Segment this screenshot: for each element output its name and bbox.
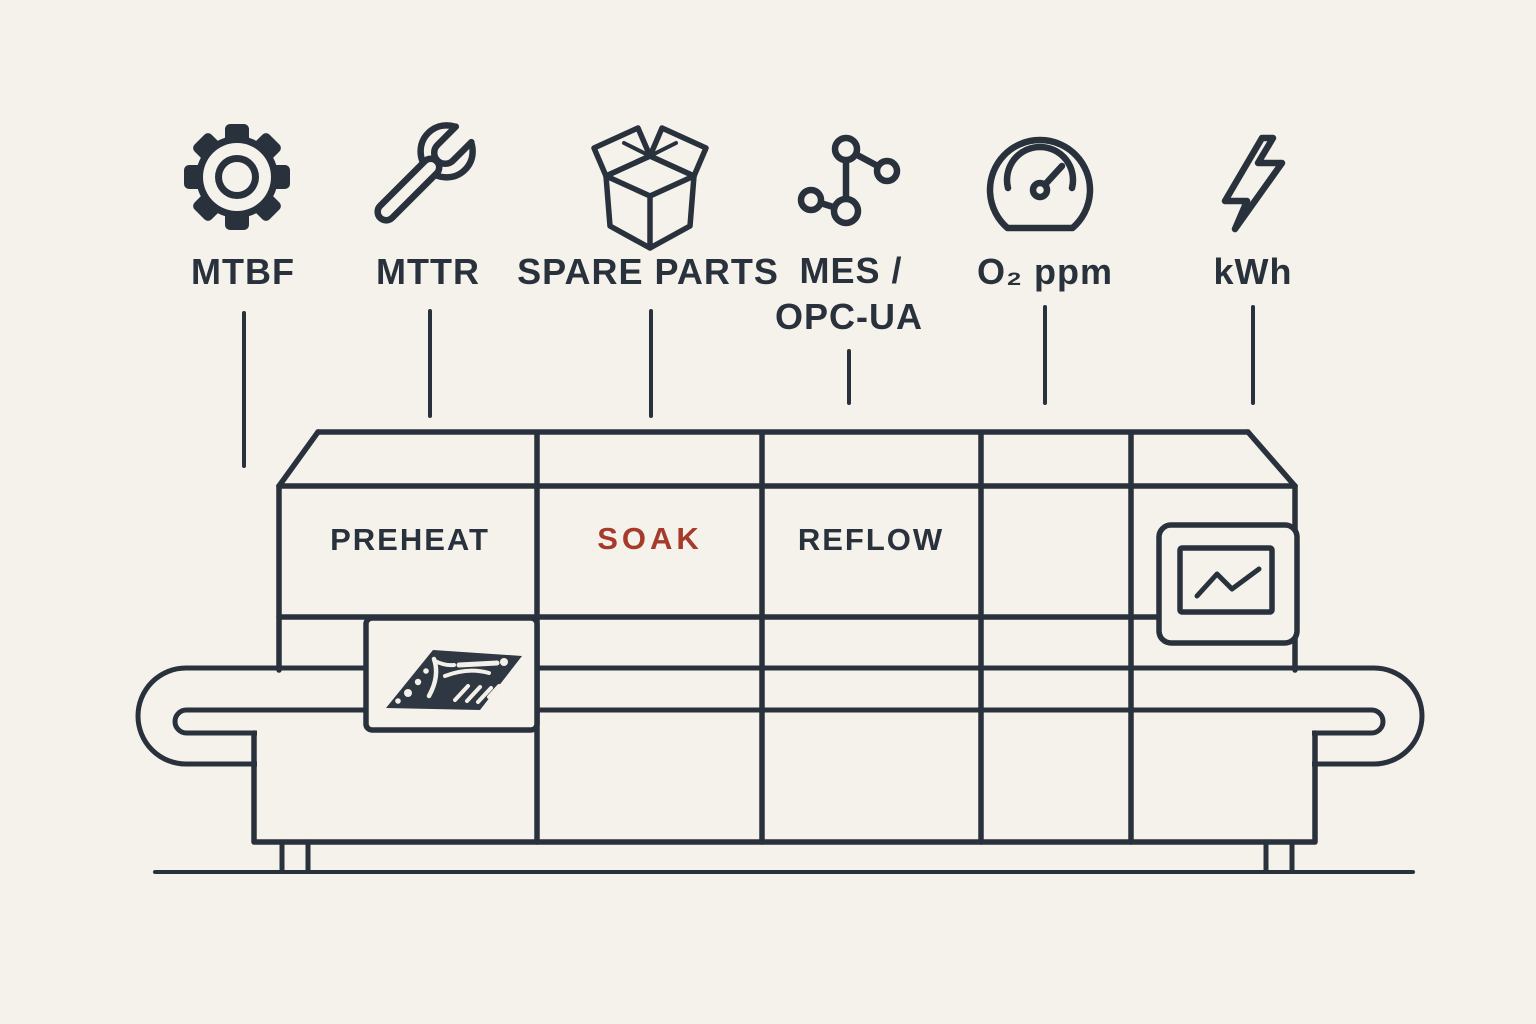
- pcb-board-icon: [386, 650, 522, 710]
- lightning-bolt-icon: [1221, 134, 1286, 233]
- cabinet-fill: [257, 727, 1312, 839]
- open-box-icon: [591, 125, 709, 251]
- zone-label-preheat: PREHEAT: [330, 522, 490, 557]
- pcb-window: [363, 615, 540, 733]
- display-panel: [1156, 522, 1300, 646]
- trend-line-icon: [1194, 566, 1262, 599]
- metric-label-kwh: kWh: [1213, 251, 1293, 292]
- metric-label-mes: MES /: [799, 250, 903, 291]
- cabinet-outline: [251, 730, 1318, 845]
- zone-label-reflow: REFLOW: [797, 522, 945, 557]
- metric-label-spare-parts: SPARE PARTS: [517, 251, 779, 292]
- metric-label-opc-ua: OPC-UA: [775, 296, 923, 337]
- network-nodes-icon: [797, 134, 901, 227]
- oven-right-bevel: [1245, 429, 1298, 489]
- connector-lines: [242, 305, 1255, 468]
- oven-left-bevel: [276, 429, 321, 489]
- wrench-icon: [374, 116, 482, 224]
- oven-cabinet: [251, 727, 1318, 845]
- metric-label-o2-ppm: O₂ ppm: [977, 251, 1113, 292]
- gear-icon: [184, 124, 290, 230]
- metric-label-mttr: MTTR: [376, 251, 480, 292]
- oven-legs: [279, 839, 1295, 874]
- metric-label-mtbf: MTBF: [191, 251, 295, 292]
- zone-label-soak: SOAK: [597, 521, 703, 556]
- gauge-icon: [986, 136, 1094, 232]
